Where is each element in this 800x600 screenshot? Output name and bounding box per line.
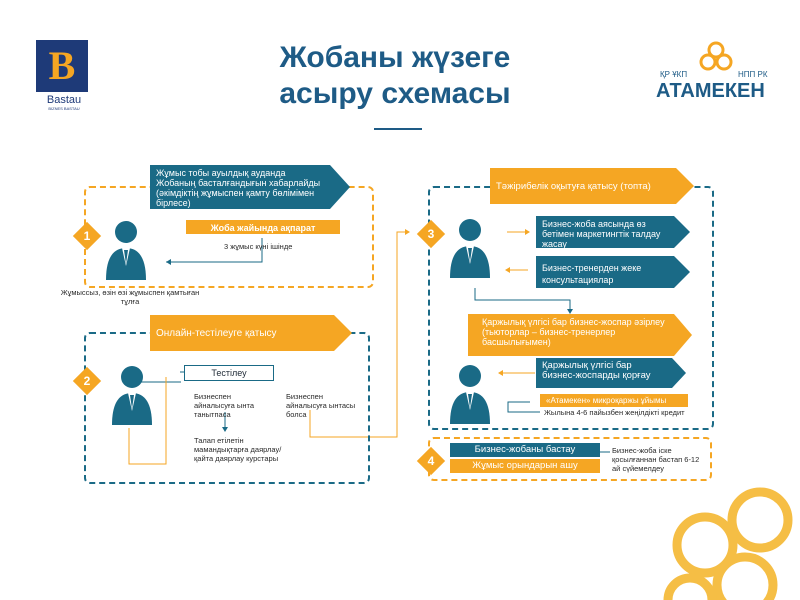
- step3-defend: Қаржылық үлгісі бар бизнес-жоспарды қорғ…: [536, 358, 672, 388]
- step3-banner-tip: [676, 168, 694, 204]
- step4-start: Бизнес-жобаны бастау: [450, 443, 600, 457]
- step3-item-analysis-tip: [674, 216, 690, 248]
- step1-days: 3 жұмыс күні ішінде: [224, 242, 293, 251]
- step3-item-analysis: Бизнес-жоба аясында өз бетімен маркетинг…: [536, 216, 674, 249]
- step4-support: Бизнес-жоба іске қосылғаннан бастап 6-12…: [612, 446, 700, 473]
- step3-item-consult: Бизнес-тренерден жеке консультациялар: [536, 256, 674, 288]
- step3-plan-tip: [674, 314, 692, 356]
- step3-defend-tip: [672, 358, 686, 388]
- step3-mfo: «Атамекен» микроқаржы ұйымы: [540, 394, 688, 407]
- atameken-ru: НПП РК: [738, 70, 768, 79]
- step1-number: 1: [72, 221, 102, 251]
- page-title: Жобаны жүзеге асыру схемасы: [279, 41, 511, 110]
- person-icon: [450, 219, 490, 278]
- step3-item-consult-tip: [674, 256, 690, 288]
- atameken-logo: ҚР ҰКП НПП РК АТАМЕКЕН: [652, 38, 772, 102]
- bastau-logo: B Bastau BIZNES BASTAU: [36, 40, 92, 120]
- step1-person-caption: Жұмыссыз, өзін өзі жұмыспен қамтыған тұл…: [60, 288, 200, 306]
- step3-banner: Тәжірибелік оқытуға қатысу (топта): [490, 168, 676, 204]
- atameken-emblem: [699, 41, 733, 71]
- step4-number: 4: [416, 446, 446, 476]
- bastau-name: Bastau: [46, 94, 82, 106]
- step2-left-note: Бизнеспен айналысуға ынта танытпаса: [194, 392, 254, 419]
- step1-info-label: Жоба жайында ақпарат: [186, 220, 340, 234]
- person-icon: [450, 365, 490, 424]
- step4-jobs: Жұмыс орындарын ашу: [450, 459, 600, 473]
- step2-courses: Талап етілетін мамандықтарға даярлау/қай…: [194, 436, 282, 463]
- step1-banner-tip: [330, 165, 350, 209]
- step2-banner-tip: [334, 315, 352, 351]
- step2-right-note: Бизнеспен айналысуға ынтасы болса: [286, 392, 356, 419]
- step3-number: 3: [416, 219, 446, 249]
- bastau-emblem: B: [36, 40, 88, 92]
- step1-banner: Жұмыс тобы ауылдық ауданда Жобаның баста…: [150, 165, 330, 209]
- step3-plan: Қаржылық үлгісі бар бизнес-жоспар әзірле…: [468, 314, 674, 356]
- person-icon: [106, 221, 146, 280]
- person-icon: [112, 366, 152, 425]
- step3-credit: Жылына 4-6 пайызбен жеңілдікті кредит: [544, 408, 685, 417]
- title-underline: [374, 128, 422, 130]
- atameken-kz: ҚР ҰКП: [660, 70, 688, 79]
- bastau-subtitle: BIZNES BASTAU: [48, 106, 80, 111]
- step2-number: 2: [72, 366, 102, 396]
- step2-banner: Онлайн-тестілеуге қатысу: [150, 315, 334, 351]
- atameken-name: АТАМЕКЕН: [656, 80, 765, 102]
- step2-test-box: Тестілеу: [184, 365, 274, 381]
